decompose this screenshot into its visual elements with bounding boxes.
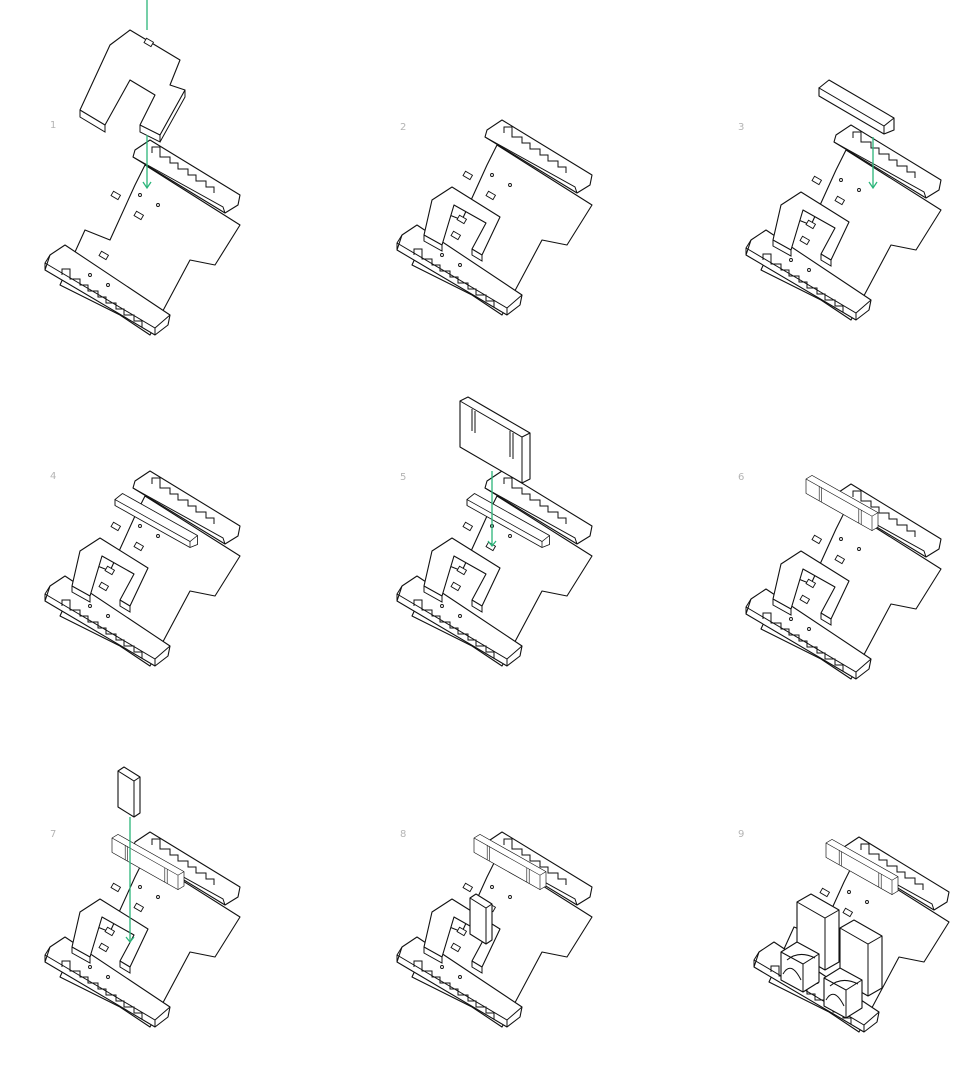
step-1-drawing	[44, 0, 241, 336]
insert-arrow-icon	[142, 0, 152, 190]
step-3-panel: 3	[644, 0, 966, 361]
step-9-drawing	[753, 836, 950, 1033]
step-number: 4	[50, 471, 57, 482]
step-6-drawing	[745, 475, 942, 680]
back-wall-part	[459, 396, 531, 484]
cylinder-module-left	[780, 893, 840, 993]
step-5-drawing	[396, 396, 593, 667]
step-number: 6	[738, 472, 745, 483]
insert-arrow-icon	[487, 471, 497, 548]
crossbar-part	[818, 79, 895, 135]
step-1-panel: 1	[0, 0, 322, 361]
insert-arrow-icon	[125, 817, 135, 944]
u-frame-part	[79, 29, 186, 143]
step-8-drawing	[396, 831, 593, 1028]
step-9-panel: 9	[644, 722, 966, 1083]
step-2-panel: 2	[322, 0, 644, 361]
step-number: 3	[738, 122, 745, 133]
step-7-drawing	[44, 766, 241, 1028]
step-number: 1	[50, 120, 57, 131]
step-8-panel: 8	[322, 722, 644, 1083]
step-4-drawing	[44, 470, 241, 667]
step-2-drawing	[396, 119, 593, 316]
step-5-panel: 5	[322, 361, 644, 722]
step-number: 2	[400, 122, 407, 133]
upright-panel-part	[117, 766, 141, 818]
cylinder-module-right	[823, 919, 883, 1019]
step-number: 5	[400, 472, 407, 483]
step-4-panel: 4	[0, 361, 322, 722]
upright-panel-installed	[469, 893, 493, 945]
step-number: 8	[400, 829, 407, 840]
step-number: 7	[50, 829, 57, 840]
step-7-panel: 7	[0, 722, 322, 1083]
step-number: 9	[738, 829, 745, 840]
insert-arrow-icon	[868, 137, 878, 190]
step-3-drawing	[745, 79, 942, 321]
step-6-panel: 6	[644, 361, 966, 722]
